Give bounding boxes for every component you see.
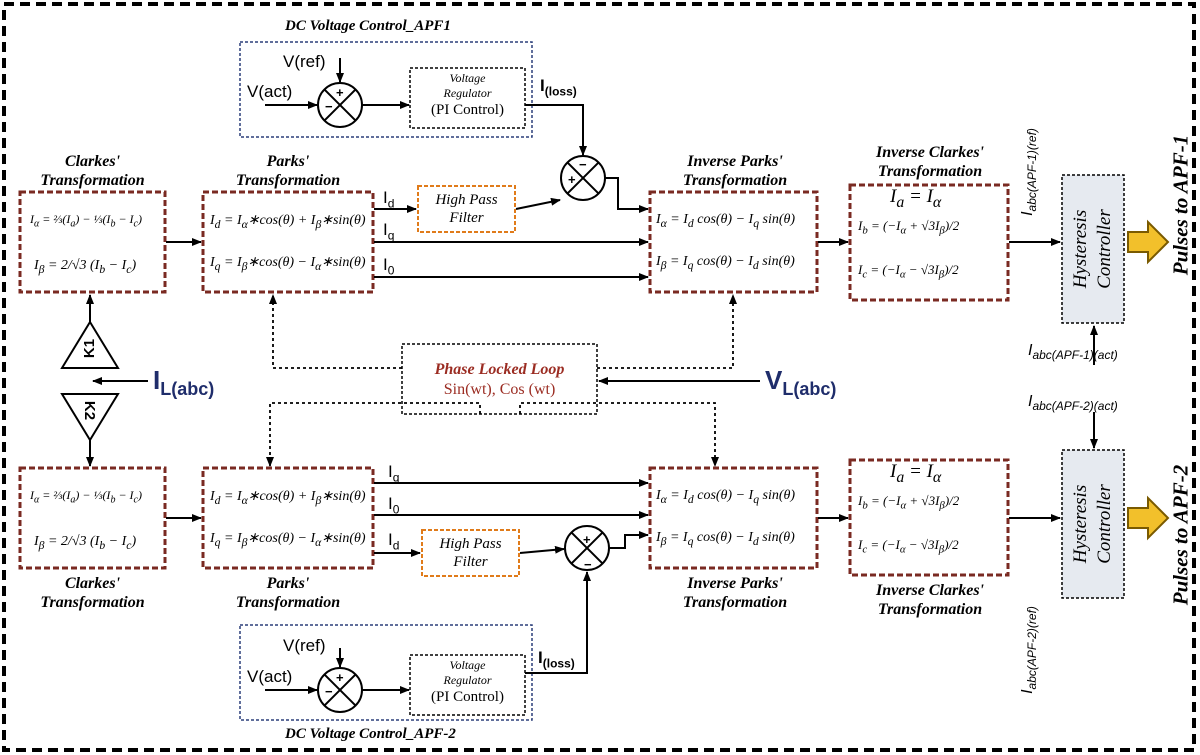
dc-top-regulator-label: Voltage Regulator (PI Control)	[431, 71, 504, 118]
pll-subtitle: Sin(wt), Cos (wt)	[443, 381, 556, 398]
gain-k1-triangle	[60, 320, 120, 369]
svg-text:+: +	[336, 670, 344, 685]
invpark-bottom-title: Inverse Parks'Transformation	[682, 575, 788, 611]
invpark-bottom-eq-beta: Iβ = Iq cos(θ) − Id sin(θ)	[656, 530, 795, 548]
invclarke-top-eq-b: Ib = (−Iα + √3Iβ)/2	[858, 218, 960, 237]
invclarke-top-eq-c: Ic = (−Iα − √3Iβ)/2	[858, 262, 959, 281]
iref-apf1-label: Iabc(APF-1)(ref)	[1018, 128, 1040, 216]
clarke-top-block	[18, 190, 167, 294]
invclarke-bottom-eq-b: Ib = (−Iα + √3Iβ)/2	[858, 493, 960, 512]
park-bottom-block	[201, 466, 375, 570]
pulses-apf1-arrow	[1127, 219, 1170, 265]
dc-control-top-title: DC Voltage Control_APF1	[285, 18, 451, 34]
gain-k2-label: K2	[81, 400, 99, 421]
voltage-regulator-top-box	[409, 67, 526, 129]
dc-bottom-regulator-label: Voltage Regulator (PI Control)	[431, 658, 504, 705]
signal-id-top: Id	[383, 188, 395, 211]
invclarke-bottom-block	[848, 458, 1010, 577]
hysteresis-bottom-box	[1061, 449, 1125, 599]
invclarke-bottom-eq-a: Ia = Iα	[890, 461, 942, 486]
iref-apf2-label: Iabc(APF-2)(ref)	[1018, 606, 1040, 694]
clarke-bottom-eq-alpha: Iα = ⅔(Ia) − ⅓(Ib − Ic)	[30, 488, 142, 506]
invclarke-top-block	[848, 183, 1010, 302]
pll-box	[401, 343, 598, 415]
svg-text:−: −	[584, 557, 592, 572]
pulses-apf2-label: Pulses to APF-2	[1168, 464, 1193, 606]
clarke-top-eq-alpha: Iα = ⅔(Ia) − ⅓(Ib − Ic)	[30, 212, 142, 230]
park-top-eq-q: Iq = Iβ∗cos(θ) − Iα∗sin(θ)	[210, 255, 366, 273]
clarke-bottom-title: Clarkes'Transformation	[40, 575, 145, 611]
invclarke-bottom-eq-c: Ic = (−Iα − √3Iβ)/2	[858, 537, 959, 556]
park-top-eq-d: Id = Iα∗cos(θ) + Iβ∗sin(θ)	[210, 213, 366, 231]
svg-text:+: +	[568, 172, 576, 187]
park-bottom-eq-d: Id = Iα∗cos(θ) + Iβ∗sin(θ)	[210, 489, 366, 507]
signal-i0-top: I0	[383, 255, 395, 278]
invpark-top-block	[648, 190, 819, 294]
svg-text:+: +	[583, 532, 591, 547]
signal-iq-bottom: Iq	[388, 462, 400, 485]
invpark-top-eq-beta: Iβ = Iq cos(θ) − Id sin(θ)	[656, 254, 795, 272]
clarke-bottom-eq-beta: Iβ = 2/√3 (Ib − Ic)	[34, 534, 137, 552]
clarke-top-title: Clarkes'Transformation	[40, 153, 145, 189]
hpf-top-box	[417, 185, 516, 233]
park-top-title: Parks'Transformation	[235, 153, 341, 189]
input-vl-label: VL(abc)	[765, 365, 837, 400]
invclarke-top-title: Inverse Clarkes'Transformation	[876, 144, 984, 180]
iact-apf1-label: Iabc(APF-1)(act)	[1028, 342, 1118, 363]
dc-control-bottom-title: DC Voltage Control_APF-2	[285, 726, 456, 742]
pulses-apf1-label: Pulses to APF-1	[1168, 134, 1193, 276]
invpark-top-title: Inverse Parks'Transformation	[682, 153, 788, 189]
dc-bottom-vref-label: V(ref)	[283, 636, 326, 655]
gain-k2-triangle	[60, 393, 120, 442]
invclarke-bottom-title: Inverse Clarkes'Transformation	[876, 582, 984, 618]
hpf-bottom-box	[421, 529, 520, 577]
iact-apf2-label: Iabc(APF-2)(act)	[1028, 393, 1118, 414]
invpark-top-eq-alpha: Iα = Id cos(θ) − Iq sin(θ)	[656, 212, 796, 230]
svg-text:−: −	[325, 684, 333, 699]
dc-control-top-box	[239, 41, 533, 138]
park-top-block	[201, 190, 375, 294]
svg-text:−: −	[579, 157, 587, 172]
pulses-apf2-arrow	[1127, 495, 1170, 541]
svg-text:−: −	[325, 99, 333, 114]
dc-top-vref-label: V(ref)	[283, 52, 326, 71]
signal-id-bottom: Id	[388, 530, 400, 553]
svg-text:+: +	[336, 85, 344, 100]
invpark-bottom-eq-alpha: Iα = Id cos(θ) − Iq sin(θ)	[656, 488, 796, 506]
park-bottom-eq-q: Iq = Iβ∗cos(θ) − Iα∗sin(θ)	[210, 531, 366, 549]
invpark-bottom-block	[648, 466, 819, 570]
signal-i0-bottom: I0	[388, 494, 400, 517]
dc-bottom-iloss-label: I(loss)	[538, 648, 575, 671]
hysteresis-top-box	[1061, 174, 1125, 324]
clarke-bottom-block	[18, 466, 167, 570]
dc-top-vact-label: V(act)	[247, 82, 293, 101]
dc-control-bottom-box	[239, 624, 533, 721]
pll-title: Phase Locked Loop	[434, 361, 565, 378]
dc-top-iloss-label: I(loss)	[540, 76, 577, 99]
dc-bottom-vact-label: V(act)	[247, 667, 293, 686]
clarke-top-eq-beta: Iβ = 2/√3 (Ib − Ic)	[34, 258, 137, 276]
voltage-regulator-bottom-box	[409, 654, 526, 716]
invclarke-top-eq-a: Ia = Iα	[890, 186, 942, 211]
gain-k1-label: K1	[81, 338, 99, 359]
input-il-label: IL(abc)	[153, 365, 215, 400]
park-bottom-title: Parks'Transformation	[235, 575, 341, 611]
signal-iq-top: Iq	[383, 220, 395, 243]
